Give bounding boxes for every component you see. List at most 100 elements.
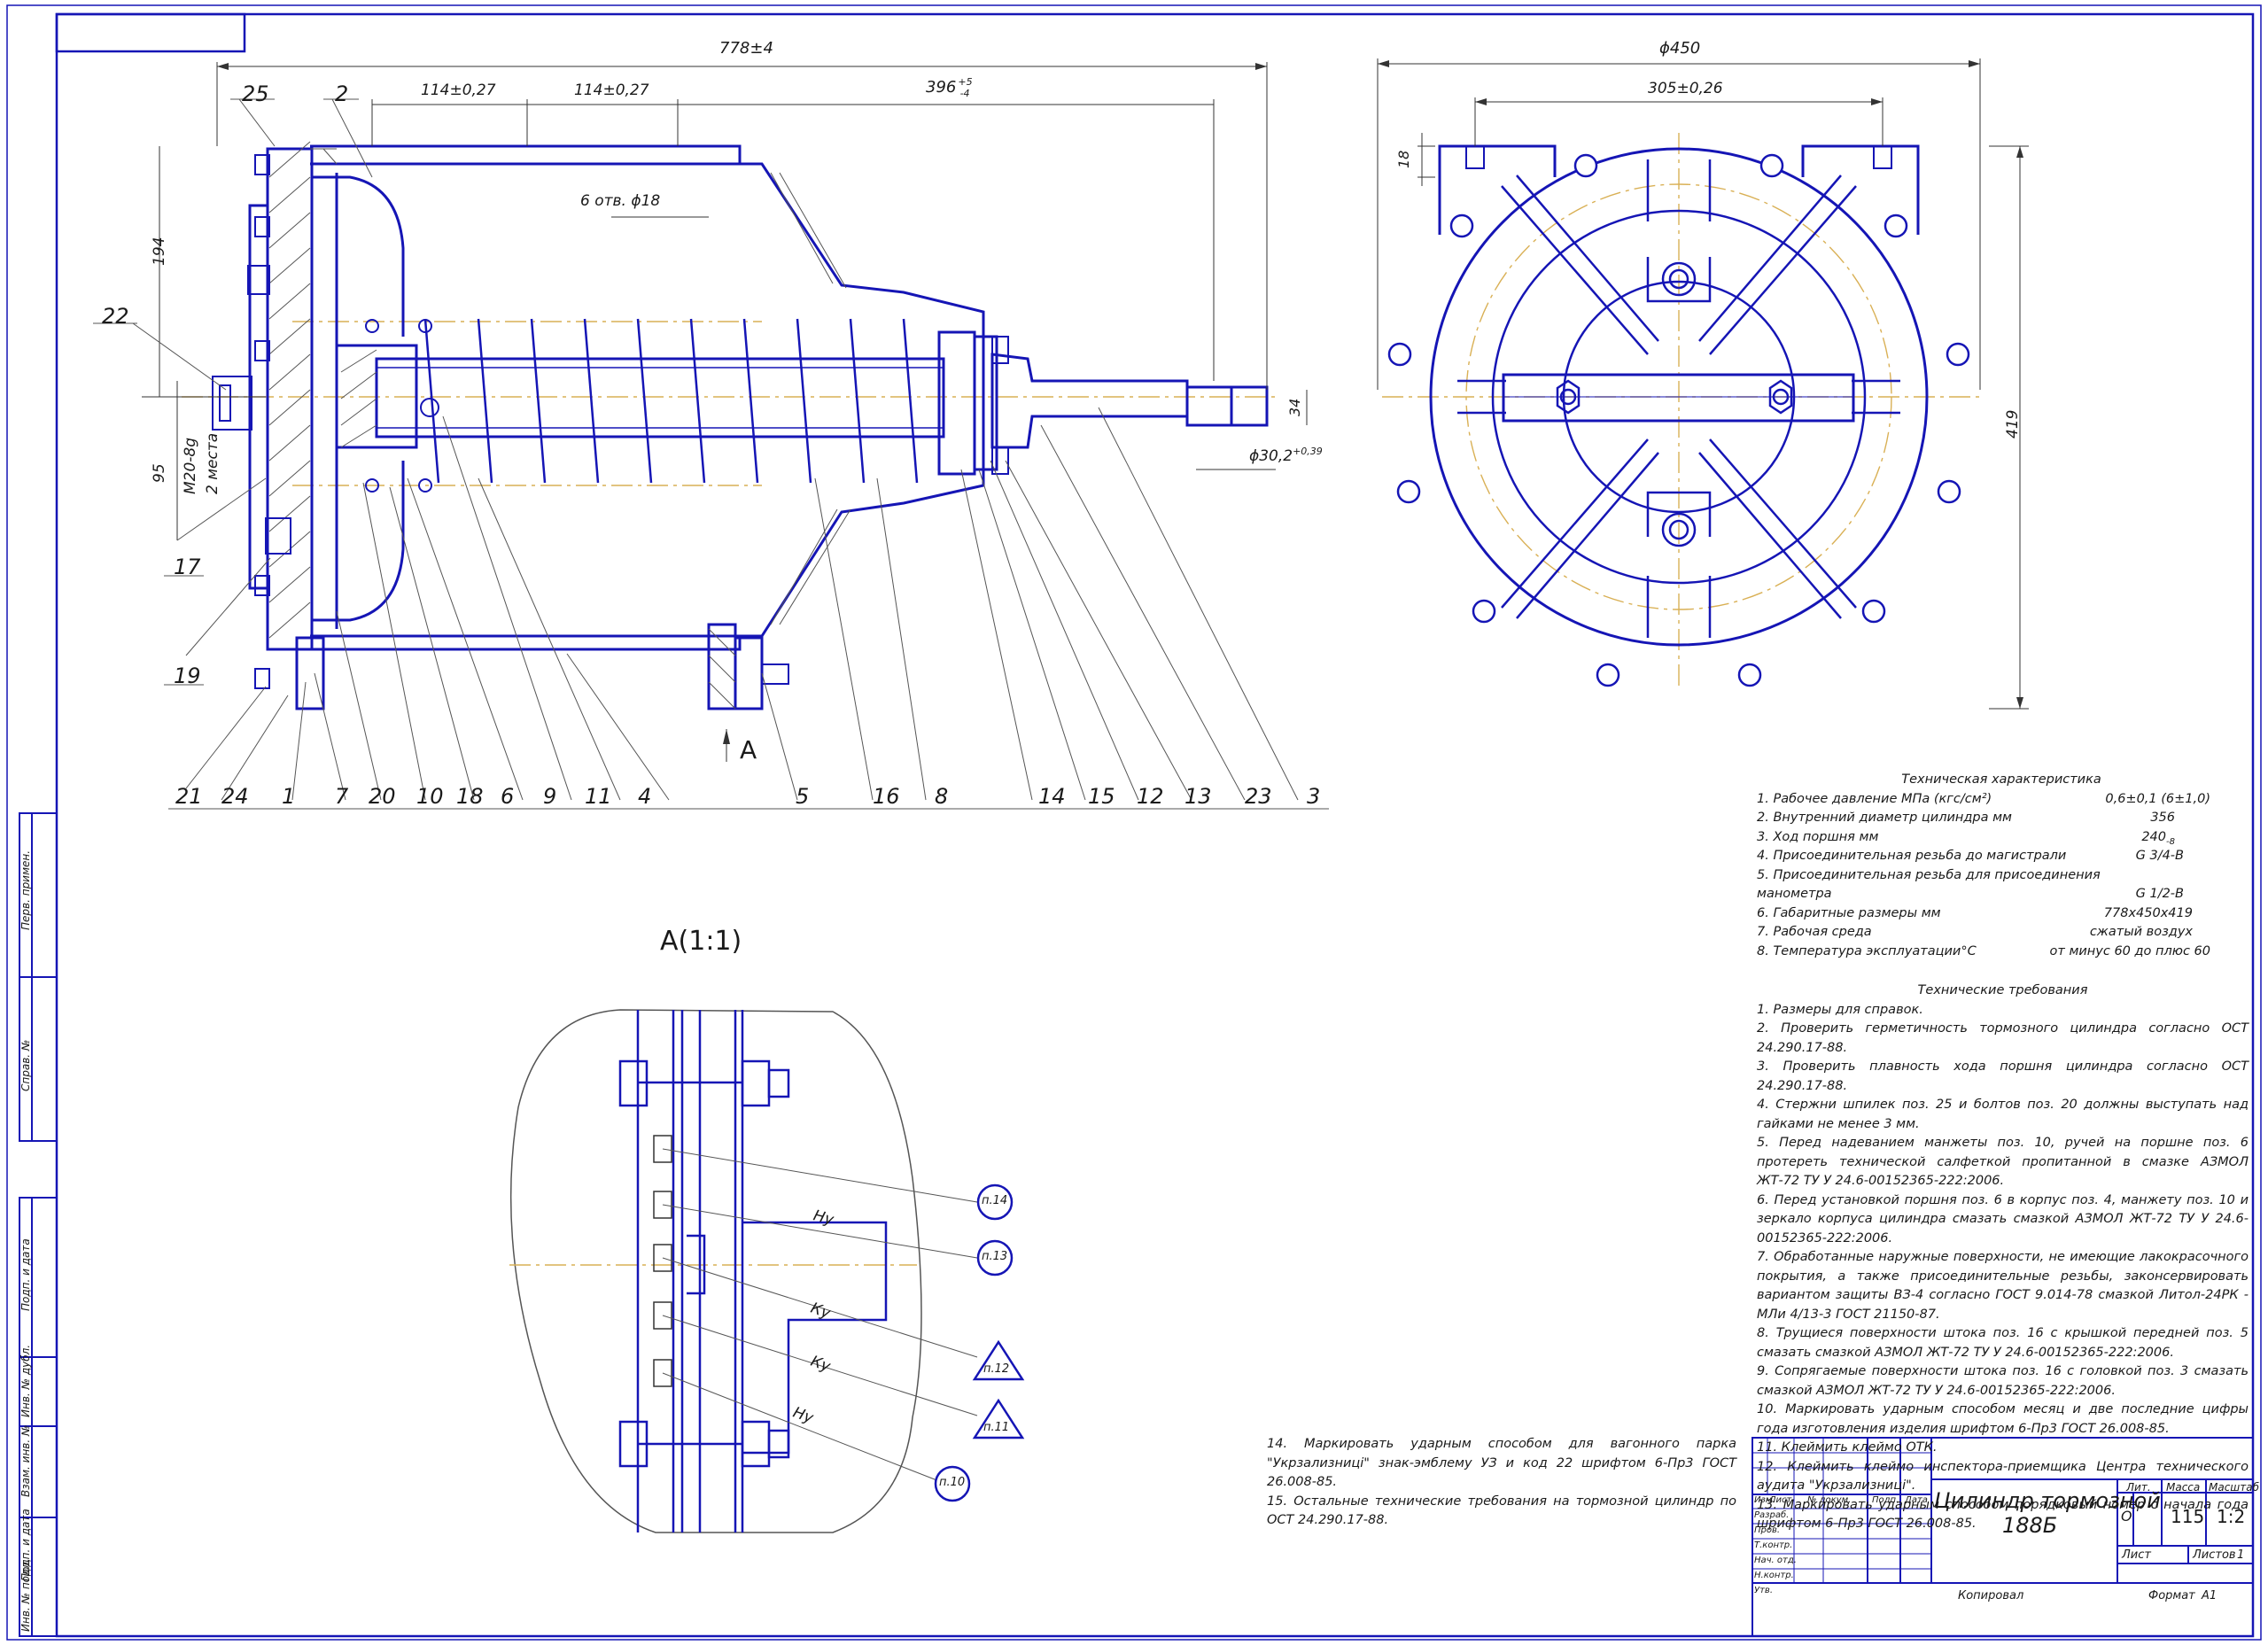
side-stamp-3: Подп. и дата xyxy=(19,1238,32,1311)
tech-characteristics: Техническая характеристика 1. Рабочее да… xyxy=(1757,771,2210,961)
detail-callout-p10: п.10 xyxy=(939,1476,966,1489)
dim-places: 2 места xyxy=(204,432,221,494)
tech-req-item: 15. Остальные технические требования на … xyxy=(1267,1494,1736,1528)
title-role-prov: Пров. xyxy=(1754,1525,1781,1535)
tech-char-key: манометра xyxy=(1757,887,1832,901)
tech-char-key: 6. Габаритные размеры мм xyxy=(1757,905,1941,920)
stroke-tolerance: -8 xyxy=(2166,836,2175,847)
part-label-19: 19 xyxy=(174,663,201,688)
side-stamp-5: Взам. инв. № xyxy=(19,1425,32,1497)
dim-419: 419 xyxy=(2004,409,2022,438)
tech-req-title: Технические требования xyxy=(1917,983,2088,997)
part-label-15: 15 xyxy=(1088,784,1115,809)
part-label-8: 8 xyxy=(935,784,949,809)
tech-req-item: 1. Размеры для справок. xyxy=(1757,1002,1923,1017)
title-col-mass: Масса xyxy=(2166,1481,2201,1494)
part-label-7: 7 xyxy=(335,784,349,809)
tech-req-item: 9. Сопрягаемые поверхности штока поз. 16… xyxy=(1757,1364,2249,1398)
title-lit-mark: О xyxy=(2121,1508,2132,1525)
tech-char-key: 2. Внутренний диаметр цилиндра мм xyxy=(1757,811,2012,825)
tech-requirements-extra: 14. Маркировать ударным способом для ваг… xyxy=(1267,1435,1736,1531)
part-label-2: 2 xyxy=(335,81,349,106)
tech-char-value: сжатый воздух xyxy=(2089,925,2193,939)
tech-char-key: 4. Присоединительная резьба до магистрал… xyxy=(1757,849,2067,863)
dim-overall-length: 778±4 xyxy=(719,39,773,58)
part-label-20: 20 xyxy=(369,784,396,809)
tech-req-item: 14. Маркировать ударным способом для ваг… xyxy=(1267,1437,1736,1489)
part-label-23: 23 xyxy=(1245,784,1272,809)
title-role-utv: Утв. xyxy=(1754,1586,1773,1595)
part-label-25: 25 xyxy=(242,81,269,106)
side-view-dimensions xyxy=(142,62,1308,762)
title-role-razrab: Разраб. xyxy=(1754,1510,1790,1520)
dim-34: 34 xyxy=(1286,398,1303,416)
tech-char-value: от минус 60 до плюс 60 xyxy=(2049,943,2210,958)
dim-18: 18 xyxy=(1395,150,1412,168)
tech-req-item: 2. Проверить герметичность тормозного ци… xyxy=(1757,1021,2249,1055)
part-label-6: 6 xyxy=(501,784,515,809)
tech-char-value: 0,6±0,1 (6±1,0) xyxy=(2105,791,2210,806)
part-label-16: 16 xyxy=(873,784,900,809)
part-leaders xyxy=(132,98,1299,801)
dim-450: ϕ450 xyxy=(1659,39,1701,58)
title-col-sign: Подп. xyxy=(1872,1495,1899,1505)
side-stamp-6: Подп. и дата xyxy=(19,1509,32,1581)
side-view-dim-arrows xyxy=(217,63,1267,744)
dim-114-a: 114±0,27 xyxy=(421,81,496,99)
top-left-stamp-box xyxy=(55,12,246,53)
dim-396-value: 396 xyxy=(926,78,957,97)
title-col-izm: Изм. xyxy=(1754,1495,1775,1505)
title-format-value: А1 xyxy=(2202,1589,2218,1602)
view-a-marker: А xyxy=(740,735,757,764)
tech-char-row: 5. Присоединительная резьба для присоеди… xyxy=(1757,866,2210,886)
tech-char-value: 240 xyxy=(2141,829,2167,844)
tech-requirements: Технические требования 1. Размеры для сп… xyxy=(1757,982,2249,1534)
part-label-17: 17 xyxy=(174,555,201,579)
side-stamp-labels: Перв. примен. Справ. № Подп. и дата Инв.… xyxy=(19,850,32,1632)
detail-callout-p14: п.14 xyxy=(982,1194,1008,1207)
tech-req-item: 12. Клеймить клеймо инспектора-приемщика… xyxy=(1757,1459,2249,1494)
part-label-21: 21 xyxy=(175,784,203,809)
dim-30: ϕ30,2+0,39 xyxy=(1249,446,1323,465)
tech-char-row: 8. Температура эксплуатации°С от минус 60… xyxy=(1757,943,2210,962)
part-label-13: 13 xyxy=(1184,784,1212,809)
dim-holes: 6 отв. ϕ18 xyxy=(580,192,661,210)
part-label-9: 9 xyxy=(543,784,557,809)
title-copied: Копировал xyxy=(1958,1589,2024,1602)
title-col-doc: № докум. xyxy=(1807,1495,1852,1505)
title-sheets-count: 1 xyxy=(2237,1548,2245,1562)
dim-194: 194 xyxy=(151,237,168,266)
tech-char-key: 5. Присоединительная резьба для присоеди… xyxy=(1757,867,2101,882)
tech-req-item: 11. Клеймить клеймо ОТК. xyxy=(1757,1440,1938,1455)
title-col-date: Дата xyxy=(1905,1495,1928,1505)
tech-char-row: 7. Рабочая среда сжатый воздух xyxy=(1757,923,2210,943)
title-col-list: Лист xyxy=(1769,1495,1792,1505)
part-label-12: 12 xyxy=(1137,784,1164,809)
title-col-lit: Лит. xyxy=(2126,1481,2151,1494)
front-view xyxy=(1377,58,2029,710)
dim-396: 396+5-4 xyxy=(926,76,973,99)
dim-95: 95 xyxy=(151,463,168,483)
detail-callout-p13: п.13 xyxy=(982,1250,1008,1263)
part-label-3: 3 xyxy=(1307,784,1321,809)
title-role-nkontr: Н.контр. xyxy=(1754,1571,1794,1580)
tech-req-item: 4. Стержни шпилек поз. 25 и болтов поз. … xyxy=(1757,1098,2249,1131)
tech-char-value: 356 xyxy=(2150,811,2175,825)
tech-req-item: 13. Маркировать ударным способом порядко… xyxy=(1757,1497,2249,1532)
tech-char-key: 7. Рабочая среда xyxy=(1757,925,1872,939)
tech-req-item: 8. Трущиеся поверхности штока поз. 16 с … xyxy=(1757,1326,2249,1360)
dim-30-tolerance: +0,39 xyxy=(1293,446,1323,457)
detail-callout-p11: п.11 xyxy=(983,1421,1010,1434)
tech-req-item: 3. Проверить плавность хода поршня цилин… xyxy=(1757,1059,2249,1093)
dim-thread: М20-8g xyxy=(182,437,199,494)
tech-req-item: 6. Перед установкой поршня поз. 6 в корп… xyxy=(1757,1192,2249,1245)
tech-char-row: 2. Внутренний диаметр цилиндра мм 356 xyxy=(1757,809,2210,828)
title-col-scale: Масштаб xyxy=(2209,1481,2260,1494)
tech-req-item: 10. Маркировать ударным способом месяц и… xyxy=(1757,1402,2249,1436)
side-stamp-1: Перв. примен. xyxy=(19,850,32,930)
tech-char-key: 8. Температура эксплуатации°С xyxy=(1757,943,1977,958)
